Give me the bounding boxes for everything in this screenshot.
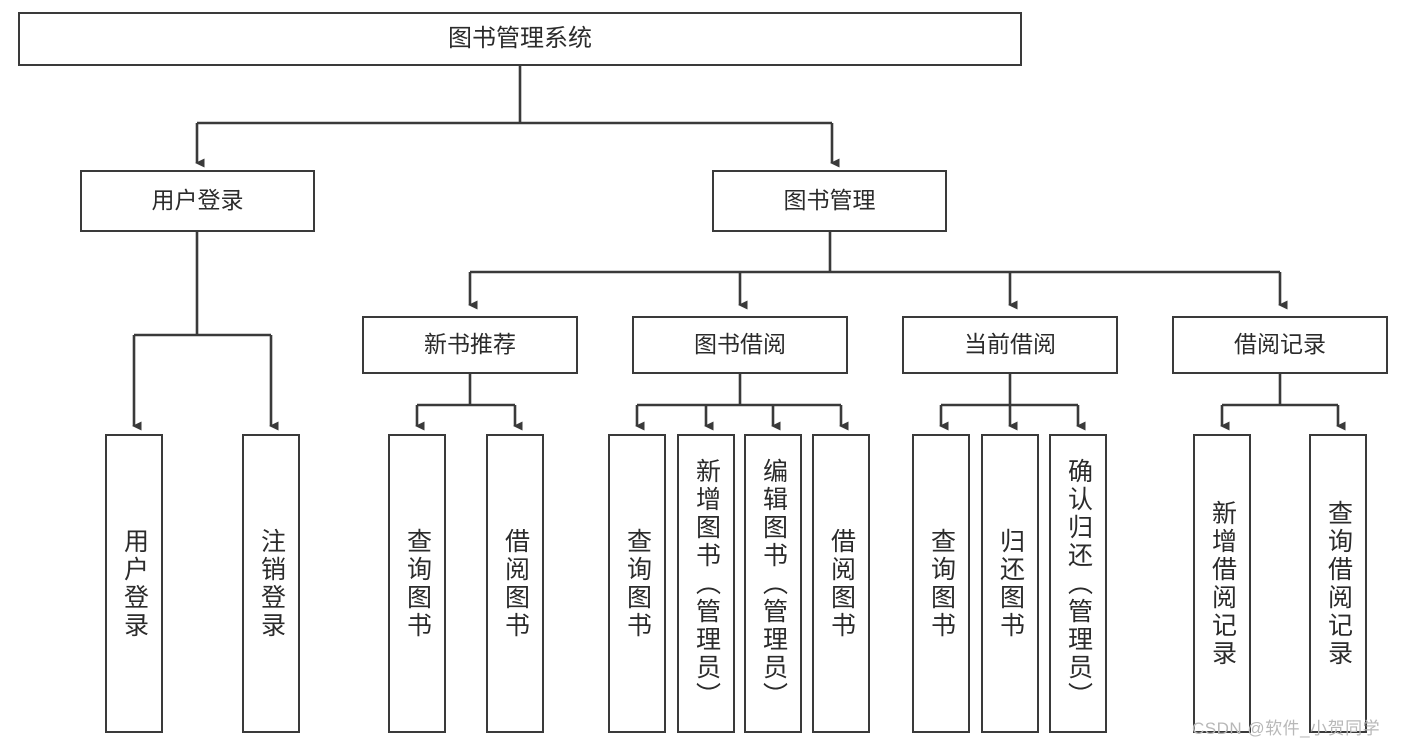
leaf-current-borrow-return[interactable]: 归还图书 [981,434,1039,733]
node-label: 查询图书 [403,527,432,640]
node-current-borrow[interactable]: 当前借阅 [902,316,1118,374]
node-borrow-record[interactable]: 借阅记录 [1172,316,1388,374]
node-label: 图书管理系统 [448,24,592,52]
leaf-borrow-record-query[interactable]: 查询借阅记录 [1309,434,1367,733]
node-book-management[interactable]: 图书管理 [712,170,947,232]
node-new-book-recommend[interactable]: 新书推荐 [362,316,578,374]
leaf-borrow-record-add[interactable]: 新增借阅记录 [1193,434,1251,733]
node-label: 用户登录 [151,187,244,214]
leaf-book-borrow-query[interactable]: 查询图书 [608,434,666,733]
node-label: 编辑图书（管理员） [759,457,788,710]
leaf-current-borrow-query[interactable]: 查询图书 [912,434,970,733]
node-label: 查询借阅记录 [1324,499,1353,668]
node-label: 新增借阅记录 [1208,499,1237,668]
leaf-new-book-query[interactable]: 查询图书 [388,434,446,733]
leaf-book-borrow-edit[interactable]: 编辑图书（管理员） [744,434,802,733]
node-label: 借阅图书 [501,527,530,640]
node-label: 注销登录 [257,527,286,640]
leaf-current-borrow-confirm-return[interactable]: 确认归还（管理员） [1049,434,1107,733]
leaf-book-borrow-borrow[interactable]: 借阅图书 [812,434,870,733]
node-label: 图书管理 [783,187,876,214]
leaf-book-borrow-add[interactable]: 新增图书（管理员） [677,434,735,733]
node-label: 查询图书 [927,527,956,640]
node-root-system[interactable]: 图书管理系统 [18,12,1022,66]
node-user-login[interactable]: 用户登录 [80,170,315,232]
leaf-user-login-login[interactable]: 用户登录 [105,434,163,733]
leaf-user-login-logout[interactable]: 注销登录 [242,434,300,733]
node-label: 查询图书 [623,527,652,640]
node-label: 借阅记录 [1234,331,1326,358]
node-label: 新增图书（管理员） [692,457,721,710]
node-label: 确认归还（管理员） [1064,457,1093,710]
node-label: 用户登录 [120,527,149,640]
node-label: 图书借阅 [694,331,786,358]
node-label: 归还图书 [996,527,1025,640]
node-label: 借阅图书 [827,527,856,640]
node-label: 新书推荐 [424,331,516,358]
node-book-borrow[interactable]: 图书借阅 [632,316,848,374]
node-label: 当前借阅 [964,331,1056,358]
leaf-new-book-borrow[interactable]: 借阅图书 [486,434,544,733]
